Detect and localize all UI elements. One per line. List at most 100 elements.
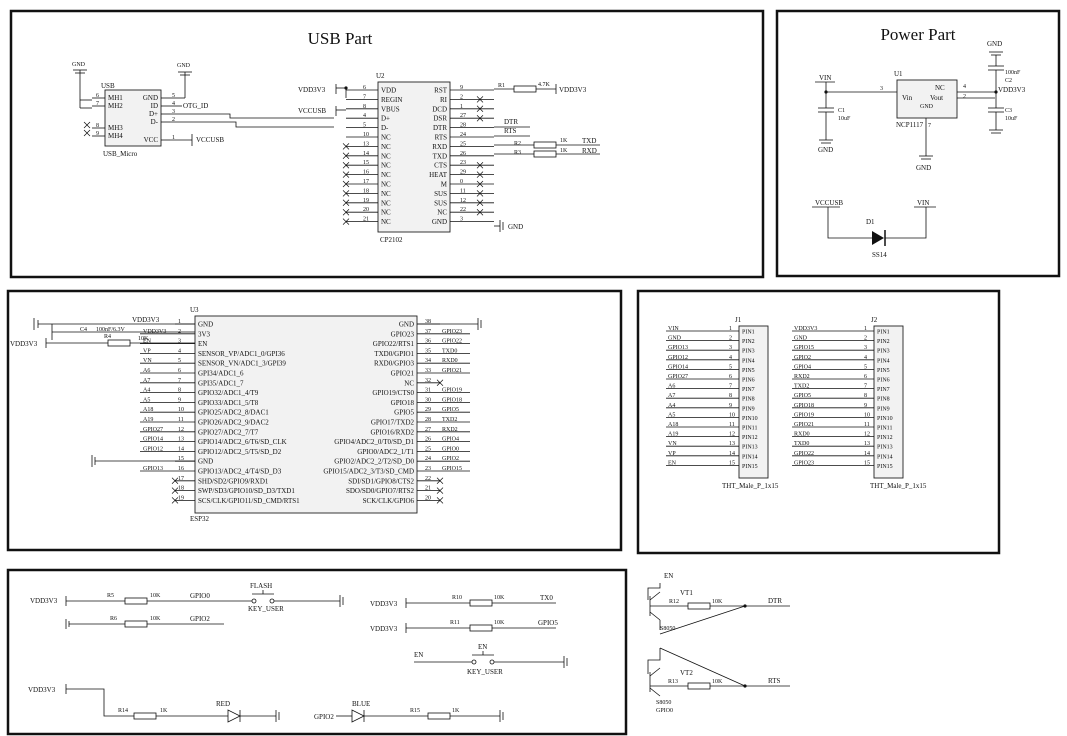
cp2102-pin-name: NC — [381, 134, 391, 142]
header-net-label: GPIO12 — [668, 355, 688, 361]
cp2102-pin-num: 18 — [363, 188, 369, 194]
cp2102-pin-name: HEAT — [429, 171, 448, 179]
header-pin-name: PIN8 — [877, 397, 890, 403]
cp2102-pin-name: NC — [381, 209, 391, 217]
power-c1-val: 10uF — [838, 116, 851, 122]
esp32-pin-num: 13 — [178, 437, 184, 443]
esp32-pin-num: 4 — [178, 348, 181, 354]
header-pin-name: PIN5 — [877, 368, 890, 374]
header-net-label: VIN — [668, 326, 679, 332]
esp32-pin-name: TXD0/GPIO1 — [374, 350, 414, 358]
esp32-net-label: A7 — [143, 378, 150, 384]
cp2102-pin-num: 12 — [460, 198, 466, 204]
ar-s8050b: S8050 — [656, 700, 671, 706]
no-connect-mark — [171, 487, 179, 494]
cp2102-pin-num: 5 — [363, 123, 366, 129]
flash-label: FLASH — [250, 582, 272, 590]
usb-pin-num: 3 — [172, 109, 175, 115]
usb-pin-name: D- — [151, 118, 159, 126]
cp2102-pin-num: 15 — [363, 160, 369, 166]
header-pin-num: 10 — [864, 412, 870, 418]
cp2102-pin-name: NC — [381, 171, 391, 179]
no-connect-mark — [342, 143, 350, 150]
usb-pin-name: MH3 — [108, 124, 123, 132]
cp2102-ref: U2 — [376, 72, 385, 80]
esp32-pin-num: 28 — [425, 417, 431, 423]
cp2102-pin-name: DSR — [433, 115, 447, 123]
usb-section-frame — [9, 9, 765, 279]
esp32-pin-name: SENSOR_VP/ADC1_0/GPI36 — [198, 350, 285, 358]
header-pin-num: 15 — [729, 460, 735, 466]
esp32-body — [194, 315, 418, 514]
esp32-pin-num: 38 — [425, 319, 431, 325]
cp2102-pin-name: VBUS — [381, 105, 400, 113]
blue-led-label: BLUE — [352, 700, 370, 708]
esp32-net-label: GPIO19 — [442, 388, 462, 394]
esp32-net-label: GPIO2 — [442, 456, 459, 462]
usb-pin-name: MH4 — [108, 132, 123, 140]
esp32-net-label: A18 — [143, 407, 153, 413]
header-pin-num: 9 — [729, 403, 732, 409]
cp2102-pin-num: 3 — [460, 217, 463, 223]
usb-pin-num: 9 — [96, 131, 99, 137]
cp2102-pin-name: M — [441, 181, 448, 189]
no-connect-mark — [476, 199, 484, 207]
cp2102-pin-name: NC — [381, 152, 391, 160]
usb-pin-num: 8 — [96, 123, 99, 129]
cp2102-pin-num: 25 — [460, 141, 466, 147]
esp32-net-label: GPIO22 — [442, 339, 462, 345]
esp32-pin-name: SCS/CLK/GPIO11/SD_CMD/RTS1 — [198, 497, 300, 505]
cp2102-pin-num: 14 — [363, 151, 369, 157]
cp2102-pin-num: 16 — [363, 170, 369, 176]
header-net-label: RXD2 — [794, 374, 810, 380]
header-net-label: GPIO14 — [668, 364, 688, 370]
header-pin-name: PIN2 — [742, 339, 755, 345]
header-pin-num: 14 — [729, 451, 735, 457]
r15-val: 1K — [452, 708, 460, 714]
usb-pin-name: VCC — [144, 136, 159, 144]
header-net-label: TXD2 — [794, 384, 809, 390]
cp2102-r3-net: RXD — [582, 147, 597, 155]
esp32-net-label: A5 — [143, 397, 150, 403]
cp2102-pin-num: 8 — [363, 104, 366, 110]
no-connect-mark — [476, 190, 484, 197]
cp2102-pin-num: 7 — [363, 94, 366, 100]
cp2102-pin-num: 10 — [363, 132, 369, 138]
cp2102-pin-num: 29 — [460, 170, 466, 176]
header-pin-num: 12 — [729, 432, 735, 438]
cp2102-r2-val: 1K — [560, 138, 568, 144]
usb-pin-name: MH2 — [108, 102, 123, 110]
header-net-label: GPIO13 — [668, 345, 688, 351]
no-connect-mark — [436, 477, 444, 485]
power-c2-val: 100nF — [1005, 70, 1021, 76]
header-pin-num: 6 — [864, 374, 867, 380]
cp2102-pin-num: 27 — [460, 113, 466, 119]
esp32-net-label: VP — [143, 348, 151, 354]
header-pin-num: 11 — [864, 422, 870, 428]
ar-en: EN — [664, 572, 673, 580]
usb-connector-body — [104, 89, 162, 147]
no-connect-mark — [342, 199, 350, 207]
power-vin-label: VIN — [819, 74, 831, 82]
header-net-label: VP — [668, 451, 676, 457]
header-pin-name: PIN6 — [742, 378, 755, 384]
power-nc-pin-num: 4 — [963, 84, 966, 90]
ar-vt1: VT1 — [680, 589, 693, 597]
esp32-pin-name: SHD/SD2/GPIO9/RXD1 — [198, 477, 269, 485]
power-d1-val: SS14 — [872, 251, 887, 259]
no-connect-mark — [476, 180, 484, 188]
cp2102-pin-name: D- — [381, 124, 389, 132]
cp2102-pin-name: DTR — [433, 124, 447, 132]
header-pin-num: 7 — [729, 384, 732, 390]
cp2102-r1-ref: R1 — [498, 83, 505, 89]
power-u1-nc-pin: NC — [935, 84, 945, 92]
ar-s8050a: S8050 — [660, 626, 675, 632]
cp2102-pin-num: 21 — [363, 217, 369, 223]
cp2102-gnd-label: GND — [508, 223, 523, 231]
esp32-pin-num: 1 — [178, 319, 181, 325]
esp32-pin-name: GPIO27/ADC2_7/T7 — [198, 428, 259, 436]
cp2102-pin-name: RST — [434, 87, 448, 95]
usb-gnd-label-1: GND — [72, 62, 86, 68]
